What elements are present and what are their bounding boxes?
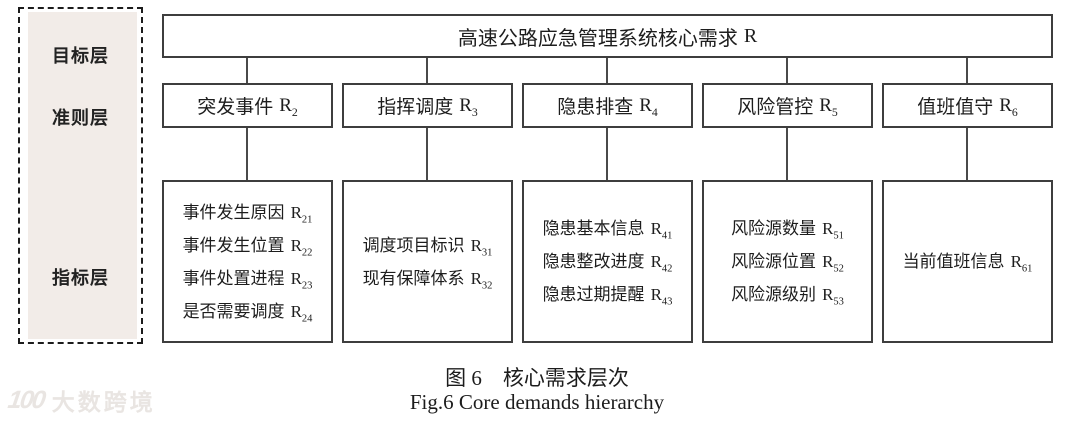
criterion-label: 值班值守	[917, 97, 994, 118]
connector-line	[606, 128, 608, 180]
goal-code: R	[743, 24, 758, 47]
figure-caption-zh: 图 6 核心需求层次	[445, 366, 629, 390]
criterion-code: R2	[279, 94, 298, 119]
layer-label-criteria: 准则层	[52, 108, 109, 128]
layer-label-indicator: 指标层	[52, 268, 109, 288]
watermark-logo: 100	[6, 385, 46, 414]
criterion-code: R4	[639, 94, 658, 119]
connector-line	[426, 128, 428, 180]
connector-line	[966, 58, 968, 83]
criterion-code: R5	[819, 94, 838, 119]
criterion-box-command-dispatch: 指挥调度 R3	[342, 83, 513, 128]
criterion-label: 突发事件	[197, 97, 274, 118]
criterion-box-emergency-event: 突发事件 R2	[162, 83, 333, 128]
connector-line	[246, 58, 248, 83]
watermark-text: 大数跨境	[51, 389, 156, 415]
connector-line	[966, 128, 968, 180]
criterion-box-hazard-inspection: 隐患排查 R4	[522, 83, 693, 128]
criterion-label: 风险管控	[737, 97, 814, 118]
criterion-code: R3	[459, 94, 478, 119]
criterion-box-risk-control: 风险管控 R5	[702, 83, 873, 128]
connector-line	[786, 128, 788, 180]
layer-panel: 目标层 准则层 指标层	[18, 7, 143, 344]
layer-label-goal: 目标层	[52, 46, 109, 66]
criterion-box-duty-watch: 值班值守 R6	[882, 83, 1053, 128]
figure-caption-en: Fig.6 Core demands hierarchy	[409, 390, 665, 414]
goal-label: 高速公路应急管理系统核心需求	[457, 27, 738, 50]
criterion-label: 隐患排查	[557, 97, 634, 118]
connector-line	[606, 58, 608, 83]
connector-line	[786, 58, 788, 83]
layer-panel-shade	[28, 12, 137, 339]
watermark: 100 大数跨境	[6, 383, 156, 417]
criterion-label: 指挥调度	[377, 97, 454, 118]
connector-line	[246, 128, 248, 180]
goal-box: 高速公路应急管理系统核心需求 R	[162, 14, 1053, 58]
connector-line	[426, 58, 428, 83]
criterion-code: R6	[999, 94, 1018, 119]
